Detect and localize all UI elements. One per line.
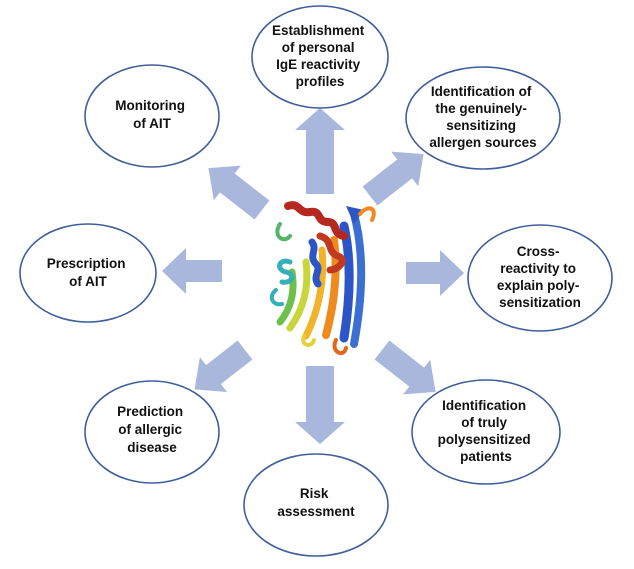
- node-monitoring-label: Monitoring of AIT: [115, 98, 189, 131]
- arrow-to-cross-reactivity: [406, 250, 464, 296]
- node-identification-patients-label: Identification of truly polysensitized p…: [438, 398, 535, 464]
- node-establishment-label: Establishment of personal IgE reactivity…: [272, 23, 368, 89]
- arrow-to-prediction: [194, 340, 253, 392]
- node-identification-sources: Identification of the genuinely- sensiti…: [405, 66, 561, 170]
- node-cross-reactivity: Cross- reactivity to explain poly- sensi…: [467, 224, 613, 332]
- node-establishment: Establishment of personal IgE reactivity…: [251, 5, 389, 109]
- node-cross-reactivity-label: Cross- reactivity to explain poly- sensi…: [497, 244, 583, 310]
- node-identification-sources-label: Identification of the genuinely- sensiti…: [429, 84, 536, 150]
- node-prediction-label: Prediction of allergic disease: [117, 404, 187, 455]
- arrow-to-monitoring: [208, 165, 270, 220]
- node-monitoring: Monitoring of AIT: [84, 64, 220, 168]
- node-risk: Risk assessment: [243, 453, 389, 557]
- node-identification-patients: Identification of truly polysensitized p…: [411, 379, 561, 485]
- arrow-to-establishment: [295, 108, 345, 194]
- arrow-to-risk: [295, 366, 345, 444]
- arrows: [162, 108, 464, 444]
- protein-structure-image: [269, 201, 376, 356]
- node-prescription: Prescription of AIT: [19, 223, 157, 323]
- node-prediction: Prediction of allergic disease: [84, 380, 220, 484]
- arrow-to-prescription: [162, 248, 222, 294]
- node-risk-label: Risk assessment: [277, 486, 355, 519]
- arrow-to-identification-sources: [362, 151, 424, 206]
- node-prescription-label: Prescription of AIT: [47, 256, 130, 289]
- arrow-to-identification-patients: [374, 340, 436, 395]
